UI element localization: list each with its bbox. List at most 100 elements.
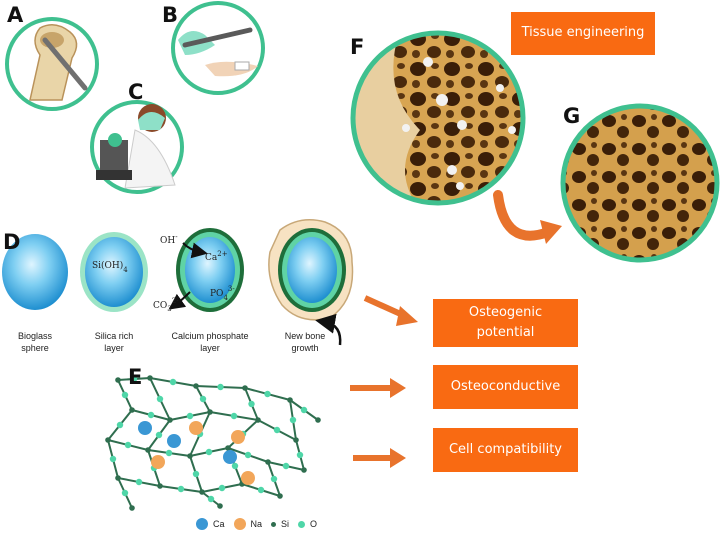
osteoconductive-label: Osteoconductive [450,378,561,394]
legend-dot-na [233,518,246,530]
oxygen-atom [165,449,173,457]
osteogenic-label-line2: potential [476,325,535,340]
oxygen-atom [207,495,215,503]
oxygen-atom [116,421,124,429]
silicon-atom [193,383,199,389]
silicon-atom [207,409,213,415]
caption-silica: Silica rich layer [78,330,150,354]
cell-compatibility-box: Cell compatibility [433,428,578,472]
panel-label-b: B [162,3,179,27]
legend-label-ca: Ca [213,519,225,529]
panel-label-g: G [563,104,581,128]
silicon-atom [293,437,299,443]
silicon-atom [129,407,135,413]
oxygen-atom [192,470,200,478]
oxygen-atom [217,383,224,391]
calcium-ion [138,421,152,435]
caption-calcium-phosphate: Calcium phosphate layer [160,330,260,354]
silicon-atom [145,447,151,453]
panel-g-bone-closeup [560,103,720,263]
oxygen-atom [282,462,290,470]
silicon-atom [167,417,173,423]
panel-b-surgery-illustration [171,1,265,95]
oxygen-atom [230,412,238,420]
panel-label-c: C [128,80,144,104]
silicon-atom [255,417,261,423]
oxygen-atom [169,378,177,386]
caption-bioglass-line1: Bioglass [17,331,53,341]
oxygen-atom [264,390,271,398]
silicon-atom [147,375,153,381]
oxygen-atom [296,451,304,459]
osteogenic-potential-box: Osteogenic potential [433,299,578,347]
oxygen-atom [248,400,255,408]
silicon-atom [242,385,248,391]
osteogenic-label-line1: Osteogenic [468,304,543,320]
silicon-atom [199,489,205,495]
silicon-atom [277,493,283,499]
oxygen-atom [273,426,281,434]
silicon-atom [187,453,193,459]
arrow-to-osteoconductive [350,378,406,398]
oxygen-atom [124,441,132,449]
oxygen-atom [121,489,129,497]
caption-bioglass-line2: sphere [21,343,49,354]
oxygen-atom [300,406,308,414]
cell-compatibility-label: Cell compatibility [448,441,562,457]
legend-dot-si [271,521,277,527]
calcium-ion [223,450,237,464]
caption-silica-line2: layer [104,343,124,354]
panel-label-a: A [7,3,24,27]
oxygen-atom [156,395,164,403]
oxygen-atom [218,484,226,492]
silicon-atom [265,459,271,465]
oxygen-atom [199,395,207,403]
silicon-atom [225,445,231,451]
caption-new-bone: New bone growth [270,330,340,354]
oxygen-atom [289,416,297,424]
oxygen-atom [244,451,252,459]
caption-bone-line1: New bone [284,331,326,341]
silicon-atom [129,505,135,511]
panel-c-microscope-illustration [90,100,184,194]
silicon-atom [287,397,293,403]
curved-arrow-f-to-g [493,190,562,244]
osteoconductive-box: Osteoconductive [433,365,578,409]
stage-silica-rich-layer [80,232,148,312]
oxygen-atom [121,391,129,399]
stage-calcium-phosphate-layer [168,228,244,312]
silicon-atom [157,483,163,489]
silicon-atom [301,467,307,473]
oxygen-atom [270,475,278,483]
oxygen-atom [177,485,185,493]
caption-calcium-line2: layer [200,343,220,354]
oxygen-atom [186,412,194,420]
silicon-atom [115,475,121,481]
stage-new-bone-growth [268,219,354,346]
stage-bioglass-sphere [2,234,68,310]
silicon-atom [315,417,321,423]
legend-label-si: Si [281,519,290,529]
oxygen-atom [109,455,117,463]
sodium-ion [189,421,203,435]
oxygen-atom [147,411,155,419]
sodium-ion [241,471,255,485]
arrow-to-osteogenic [363,295,418,326]
caption-bone-line2: growth [291,343,319,354]
tissue-engineering-label: Tissue engineering [521,25,645,41]
legend-label-na: Na [250,519,263,529]
oxygen-atom [231,462,239,470]
oxygen-atom [135,478,143,486]
panel-label-f: F [350,35,365,59]
caption-bioglass: Bioglass sphere [0,330,70,354]
panel-label-e: E [128,365,143,389]
panel-f-bone-scaffold [350,30,526,206]
silicon-atom [115,377,121,383]
silicon-atom [217,503,223,509]
arrow-to-cell-compatibility [353,448,406,468]
panel-a-femur-illustration [5,17,99,111]
legend-dot-ca [196,518,208,530]
oxygen-atom [130,375,138,383]
